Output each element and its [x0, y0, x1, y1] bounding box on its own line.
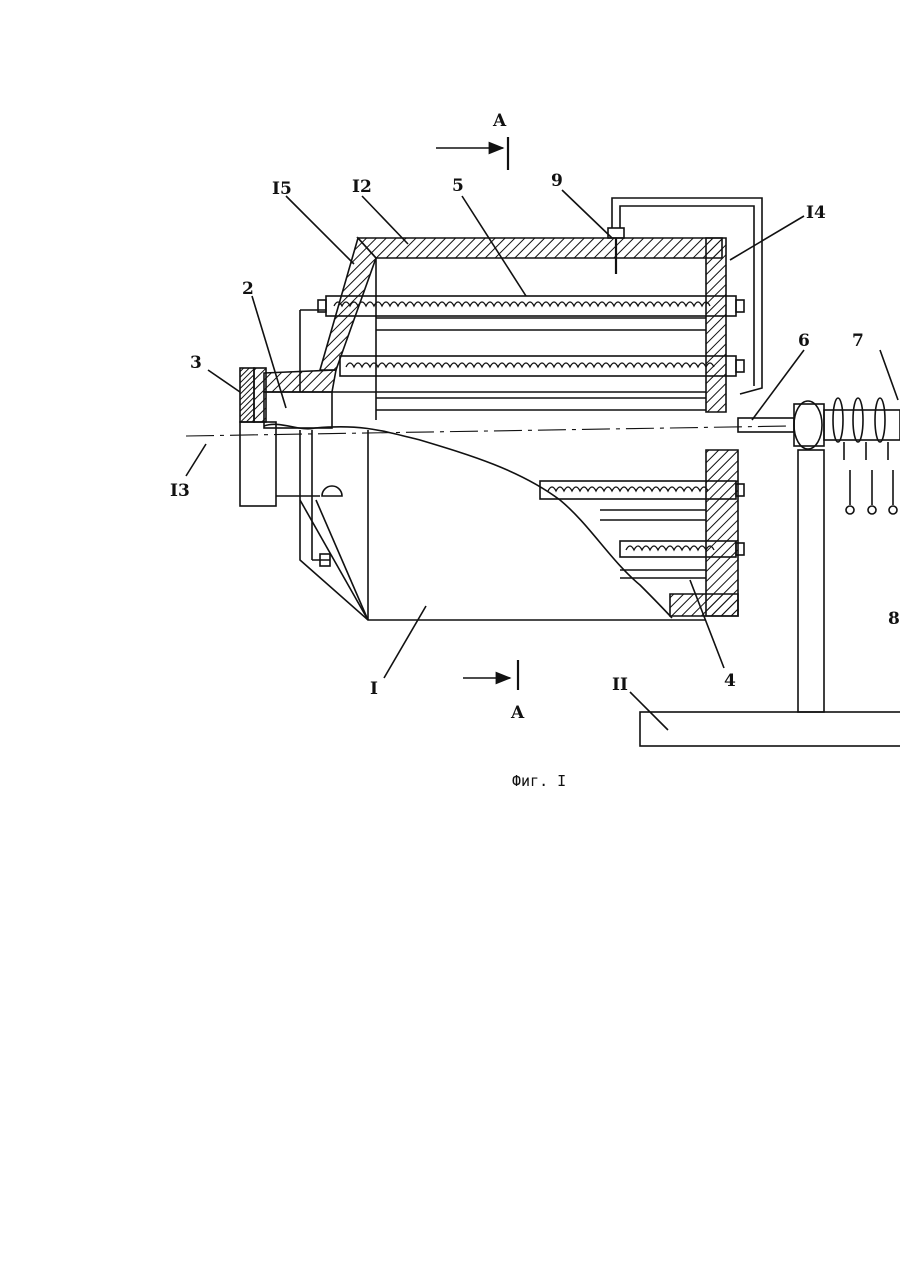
label-3: 3: [190, 353, 202, 373]
label-11: II: [612, 675, 628, 695]
label-2: 2: [242, 279, 254, 299]
label-4: 4: [724, 671, 736, 691]
heater-tubes: [318, 296, 744, 557]
label-14: I4: [806, 203, 826, 223]
label-12: I2: [352, 177, 372, 197]
shaft-assembly: [738, 398, 900, 514]
label-9: 9: [551, 171, 563, 191]
label-6: 6: [798, 331, 810, 351]
leader-lines: [186, 190, 898, 730]
figure-caption: Фиг. I: [512, 772, 566, 790]
label-15: I5: [272, 179, 292, 199]
label-8: 8: [888, 609, 900, 629]
section-mark-top: A: [436, 111, 508, 170]
left-wiring: [276, 430, 368, 620]
label-5: 5: [452, 176, 464, 196]
section-label-bottom: A: [510, 703, 525, 723]
label-13: I3: [170, 481, 190, 501]
label-1: I: [370, 679, 378, 699]
label-7: 7: [852, 331, 864, 351]
section-label-top: A: [492, 111, 507, 131]
section-mark-bottom: A: [463, 660, 525, 723]
